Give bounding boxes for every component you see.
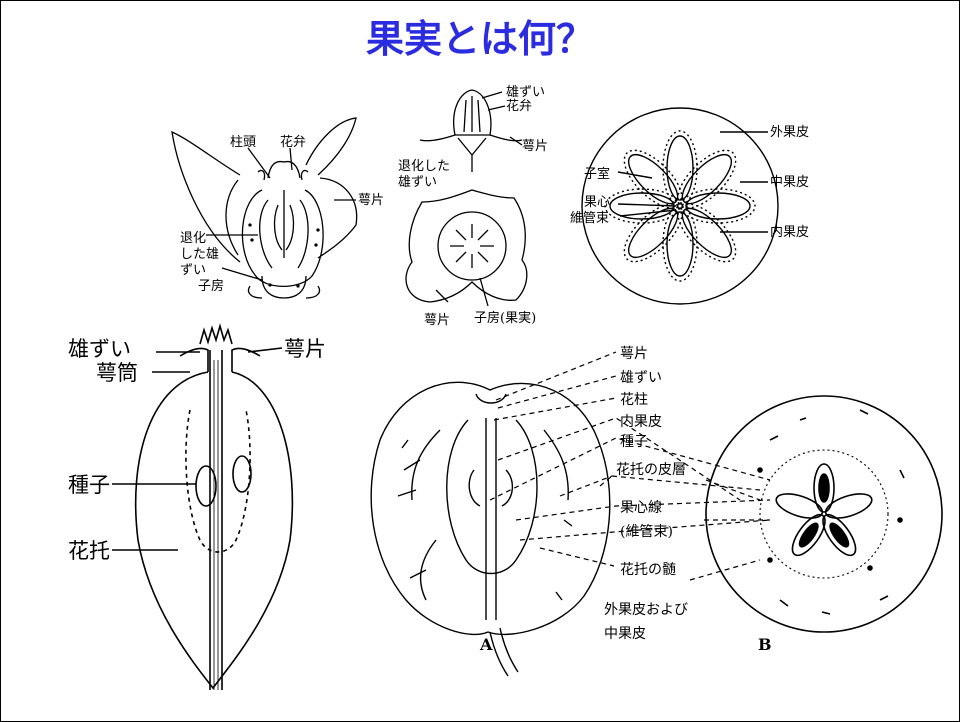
fig2-degenerate-label-1: 退化した xyxy=(398,159,450,174)
fig1-sepal-label: 萼片 xyxy=(358,193,384,208)
fig3-endocarp-label: 内果皮 xyxy=(770,224,809,240)
fig4-stamen-label: 雄ずい xyxy=(68,337,131,361)
fig3-vascular-label: 維管束 xyxy=(570,211,609,226)
fig4-sepal-label: 萼片 xyxy=(284,337,326,361)
pear-section-diagram xyxy=(112,323,294,690)
apple-longitudinal-section-diagram xyxy=(370,381,611,677)
fig5-seed-label: 種子 xyxy=(620,434,648,450)
fig5-core-line-label: 果心線 xyxy=(620,500,662,516)
fig2-stamen-label: 雄ずい xyxy=(506,85,545,100)
fig5-a-label: A xyxy=(479,635,493,654)
fig2-sepal-bottom-label: 萼片 xyxy=(424,313,450,328)
fig1-ovary-label: 子房 xyxy=(198,278,224,294)
slide-title: 果実とは何？ xyxy=(365,17,594,61)
fig5-b-label: B xyxy=(758,635,772,654)
fig5-exocarp-label-2: 中果皮 xyxy=(604,626,646,642)
fig4-seed-label: 種子 xyxy=(68,473,110,497)
fig4-calyx-tube-label: 萼筒 xyxy=(96,361,138,385)
fig5-receptacle-skin-label: 花托の皮層 xyxy=(616,462,686,478)
fig5-style-label: 花柱 xyxy=(620,392,648,408)
fig2-sepal-label: 萼片 xyxy=(522,139,548,154)
fig1-degenerate-label-1: 退化 xyxy=(180,231,206,246)
fig3-mesocarp-label: 中果皮 xyxy=(770,175,809,190)
fig1-degenerate-label-3: ずい xyxy=(180,263,206,278)
fig5-endocarp-label: 内果皮 xyxy=(620,414,662,430)
flower-section-diagram xyxy=(171,117,358,299)
fig3-locule-label: 子室 xyxy=(584,166,610,182)
fig3-exocarp-label: 外果皮 xyxy=(770,125,809,140)
fig5-exocarp-label-1: 外果皮および xyxy=(604,602,688,618)
fig5-sepal-label: 萼片 xyxy=(620,346,648,362)
fig5-vascular-label: (維管束) xyxy=(620,524,673,540)
flower-topview-diagram xyxy=(405,89,528,307)
apple-leader-lines xyxy=(489,351,771,581)
fig3-core-label: 果心 xyxy=(584,195,610,210)
fig1-degenerate-label-2: した雄 xyxy=(180,247,219,262)
fig5-stamen-label: 雄ずい xyxy=(620,370,662,386)
fig1-petal-label: 花弁 xyxy=(280,134,306,150)
apple-cross-section-diagram xyxy=(705,395,943,633)
fig4-receptacle-label: 花托 xyxy=(68,539,110,563)
fig2-degenerate-label-2: 雄ずい xyxy=(398,175,437,190)
fruit-cross-section-diagram xyxy=(581,107,779,305)
fig1-stigma-label: 柱頭 xyxy=(230,135,256,150)
fig2-petal-label: 花弁 xyxy=(506,98,532,114)
fig2-ovary-fruit-label: 子房(果実) xyxy=(474,310,536,326)
fig5-pith-label: 花托の髄 xyxy=(620,562,676,578)
